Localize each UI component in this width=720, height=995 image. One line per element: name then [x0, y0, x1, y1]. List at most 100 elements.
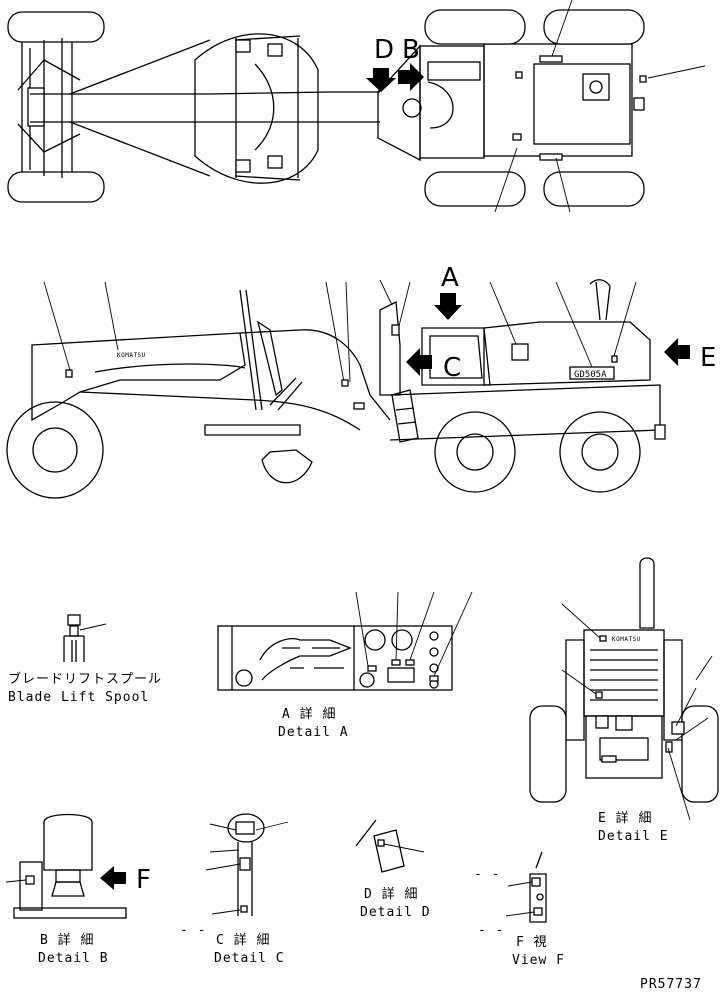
arrow-b: [398, 63, 424, 91]
engine-cover: [533, 63, 631, 145]
detail-d: D 詳 細 Detail D: [355, 819, 431, 920]
side-decal-hood: [511, 343, 529, 361]
side-decal-front: [65, 369, 73, 378]
rear-wheel-2-rim: [581, 433, 619, 471]
seat-suspension: [51, 881, 85, 897]
side-decal-rear: [611, 355, 618, 363]
top-leader-lines: [494, 0, 706, 213]
blade-lift-spool-detail: ブレードリフトスプール Blade Lift Spool: [8, 614, 162, 705]
side-decal-step: [353, 402, 365, 410]
cab-seat: [427, 61, 481, 81]
decal-c-1: [239, 857, 251, 871]
decal-e-grille: [595, 691, 603, 699]
detail-b-leader: [5, 879, 27, 883]
view-f-knob: [536, 893, 544, 901]
caption-view-f-en: View F: [512, 953, 565, 968]
panel-dividers: [231, 626, 355, 690]
arrow-d: [366, 68, 396, 92]
rear-counterweight: [599, 737, 649, 761]
engine-hood-side: [483, 321, 651, 386]
rear-tire-1: [424, 9, 526, 45]
spool-top: [67, 614, 81, 626]
switch-1: [429, 631, 439, 641]
detail-d-column: [373, 829, 405, 873]
frame-lower: [79, 391, 361, 431]
side-console: [19, 861, 43, 911]
rear-tire-2: [543, 9, 645, 45]
rear-tire-right: [681, 705, 719, 803]
caption-detail-d-jp: D 詳 細: [364, 886, 418, 902]
top-decal-e: [633, 97, 645, 111]
decal-c-2: [240, 905, 248, 913]
caption-detail-c-jp: C 詳 細: [216, 932, 270, 948]
spool-decal: [69, 625, 79, 637]
detail-e-leaders: [561, 603, 713, 821]
detail-a-leaders: [355, 591, 473, 677]
blade-moldboard: [204, 424, 301, 436]
lever-gate: [259, 637, 352, 681]
circle-bracket-2: [267, 43, 283, 57]
decal-f-2: [533, 907, 543, 916]
top-decal-cab-2: [515, 71, 523, 79]
decal-a-3: [405, 659, 415, 666]
caption-dash-f-2: - -: [478, 923, 504, 938]
side-brand-decal: KOMATSU: [117, 352, 146, 359]
front-wheel-rim: [32, 427, 78, 473]
detail-d-lever: [355, 819, 377, 847]
front-frame-body: [31, 332, 246, 422]
top-view: D B: [7, 0, 706, 213]
frame-arch: [239, 329, 391, 421]
gate-slots: [282, 647, 344, 669]
model-decal: GD505A: [574, 370, 607, 380]
gauge-1: [364, 629, 386, 651]
top-decal-rear: [639, 75, 647, 83]
panel-outline: [217, 625, 453, 691]
view-letter-d: D: [374, 35, 394, 65]
caption-detail-b-en: Detail B: [38, 951, 109, 966]
detail-c: - - C 詳 細 Detail C: [180, 813, 289, 966]
lift-cylinders: [239, 289, 283, 411]
decal-a-4: [429, 675, 439, 682]
main-frame: [30, 91, 380, 123]
decal-e-top: [599, 635, 607, 642]
circle-arc: [254, 63, 275, 151]
caption-blade-lift-jp: ブレードリフトスプール: [8, 671, 162, 687]
rear-tire-left: [529, 705, 567, 803]
arrow-c: [406, 348, 432, 376]
front-left-tire: [7, 11, 105, 43]
part-number: PR57737: [640, 977, 702, 991]
arrow-a: [434, 293, 462, 320]
caption-detail-e-jp: E 詳 細: [598, 810, 652, 826]
exhaust-stack: [589, 279, 611, 321]
switch-2: [429, 647, 439, 657]
caption-dash-f-1: - -: [474, 867, 500, 882]
cab-decal: [391, 324, 400, 336]
rear-plate: [615, 715, 633, 731]
decal-a-2: [391, 659, 401, 666]
drawbar-arms: [69, 39, 211, 177]
seat-platform: [13, 907, 127, 919]
seat-base: [55, 869, 81, 883]
frame-highlight: [94, 363, 246, 373]
steering-column: [237, 842, 253, 916]
top-decal-hood-2: [539, 153, 563, 161]
rear-wheel-2: [559, 411, 641, 493]
front-hub: [27, 87, 45, 127]
key-switch: [359, 672, 375, 688]
side-shift-cylinder: [269, 377, 303, 411]
cab-steps: [391, 389, 419, 443]
view-letter-f: F: [136, 865, 151, 895]
caption-detail-a-jp: A 詳 細: [282, 706, 336, 722]
exhaust-pipe: [589, 80, 603, 94]
cab-rear-post: [379, 300, 401, 396]
detail-d-leader: [383, 843, 425, 853]
caption-detail-d-en: Detail D: [360, 905, 431, 920]
rear-hitch: [654, 424, 666, 440]
steering-column-top: [402, 98, 422, 118]
caption-detail-e-en: Detail E: [598, 829, 669, 844]
seat-back: [43, 813, 93, 871]
top-decal-cab: [512, 133, 522, 141]
front-right-tire: [7, 171, 105, 203]
